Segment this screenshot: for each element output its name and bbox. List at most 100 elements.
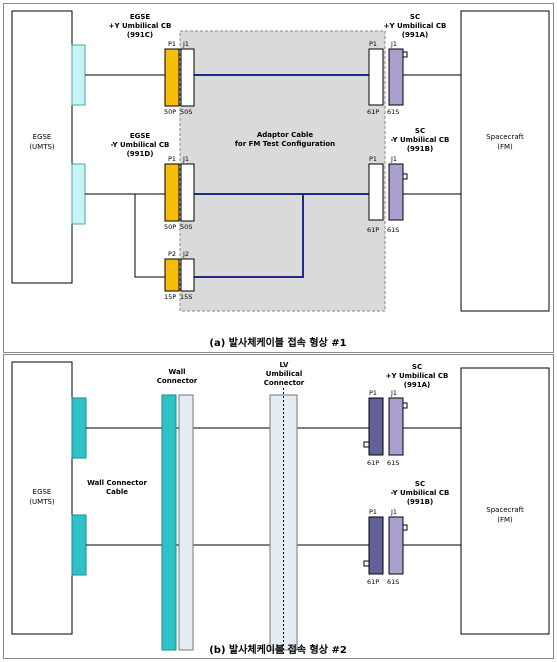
j2-label: J2 (182, 250, 189, 258)
spacecraft-box (460, 367, 550, 635)
sc-p1-label: P1 (369, 389, 377, 397)
egse-label-1: EGSE (33, 133, 52, 141)
egse-label-2: (UMTS) (29, 143, 55, 151)
key-tab (363, 560, 370, 567)
p1-label: P1 (168, 40, 176, 48)
sc-plus-cb-1: SC (410, 13, 420, 21)
key-tab (363, 441, 370, 448)
wall-connector-jack (178, 394, 194, 651)
wall-connector-plug (161, 394, 177, 651)
p2-plug (164, 258, 180, 292)
sc-minus-cb-1: SC (415, 127, 425, 135)
p61-label: 61P (367, 226, 379, 234)
sc-j1-label: J1 (390, 155, 397, 163)
sc-j1-jack-lower (388, 163, 404, 221)
j2-jack (180, 258, 195, 292)
key-tab (402, 524, 408, 531)
egse-box (11, 361, 73, 635)
key-tab (402, 402, 408, 409)
adaptor-cable-label-2: for FM Test Configuration (235, 140, 335, 148)
caption-b: (b) 발사체케이블 접속 형상 #2 (209, 643, 347, 656)
adaptor-cable-area (179, 30, 386, 312)
p15-label: 15P (164, 293, 176, 301)
egse-port-upper (71, 397, 87, 459)
sc-plus-cb-3: (991A) (404, 381, 430, 389)
sc-p1-label: P1 (369, 508, 377, 516)
p1-plug-upper (164, 48, 180, 107)
s50-label: 50S (180, 223, 192, 231)
sc-plus-cb-2: +Y Umbilical CB (386, 372, 449, 380)
sc-plus-cb-2: +Y Umbilical CB (384, 22, 447, 30)
s15-label: 15S (180, 293, 192, 301)
p50-label: 50P (164, 108, 176, 116)
panel-b: EGSE (UMTS) Spacecraft (FM) Wall Connect… (11, 361, 550, 656)
s61-label: 61S (387, 108, 399, 116)
sc-p1-label: P1 (369, 155, 377, 163)
egse-minus-cb-3: (991D) (127, 150, 154, 158)
egse-plus-cb-3: (991C) (127, 31, 153, 39)
sc-p1-label: P1 (369, 40, 377, 48)
p50-label: 50P (164, 223, 176, 231)
sc-j1-label: J1 (390, 40, 397, 48)
wall-connector-cable-label-2: Cable (106, 488, 128, 496)
egse-minus-cb-2: -Y Umbilical CB (111, 141, 170, 149)
egse-plus-cb-2: +Y Umbilical CB (109, 22, 172, 30)
sc-p1-plug-upper (368, 397, 384, 456)
egse-port-lower (71, 514, 87, 576)
s61-label: 61S (387, 226, 399, 234)
spacecraft-box (460, 10, 550, 312)
egse-label-2: (UMTS) (29, 498, 55, 506)
spacecraft-label-2: (FM) (497, 143, 513, 151)
adaptor-wire (194, 194, 304, 278)
lv-connector-label-1: LV (280, 361, 289, 369)
sc-j1-jack-upper (388, 48, 404, 106)
wall-connector-cable-label-1: Wall Connector (87, 479, 147, 487)
j1-label: J1 (182, 40, 189, 48)
p61-label: 61P (367, 578, 379, 586)
j1-jack-upper (180, 48, 195, 107)
spacecraft-label-1: Spacecraft (486, 506, 524, 514)
p61-label: 61P (367, 459, 379, 467)
sc-plus-cb-1: SC (412, 363, 422, 371)
egse-minus-cb-1: EGSE (130, 132, 151, 140)
panel-b-frame (3, 354, 554, 659)
j1-jack-lower (180, 163, 195, 222)
egse-port-lower (71, 163, 86, 225)
adaptor-cable-label-1: Adaptor Cable (257, 131, 313, 139)
j1-label: J1 (182, 155, 189, 163)
egse-port-upper (71, 44, 86, 106)
sc-p1-plug-lower (368, 516, 384, 575)
sc-j1-label: J1 (390, 508, 397, 516)
sc-j1-jack-upper (388, 397, 404, 456)
s61-label: 61S (387, 578, 399, 586)
egse-label-1: EGSE (33, 488, 52, 496)
p2-label: P2 (168, 250, 176, 258)
sc-minus-cb-3: (991B) (407, 145, 433, 153)
sc-minus-cb-3: (991B) (407, 498, 433, 506)
sc-j1-label: J1 (390, 389, 397, 397)
sc-p1-plug-lower (368, 163, 384, 221)
wall-connector-label-2: Connector (157, 377, 198, 385)
s50-label: 50S (180, 108, 192, 116)
egse-box (11, 10, 73, 284)
spacecraft-label-2: (FM) (497, 516, 513, 524)
sc-p1-plug-upper (368, 48, 384, 106)
sc-j1-jack-lower (388, 516, 404, 575)
lv-connector-label-2: Umbilical (266, 370, 302, 378)
sc-minus-cb-1: SC (415, 480, 425, 488)
sc-minus-cb-2: -Y Umbilical CB (391, 489, 450, 497)
panel-a: EGSE (UMTS) Spacecraft (FM) (11, 10, 550, 349)
caption-a: (a) 발사체케이블 접속 형상 #1 (209, 336, 346, 349)
key-tab (402, 173, 408, 180)
s61-label: 61S (387, 459, 399, 467)
panel-a-frame (3, 3, 554, 353)
spacecraft-label-1: Spacecraft (486, 133, 524, 141)
egse-plus-cb-1: EGSE (130, 13, 151, 21)
sc-minus-cb-2: -Y Umbilical CB (391, 136, 450, 144)
sc-plus-cb-3: (991A) (402, 31, 428, 39)
p1-label: P1 (168, 155, 176, 163)
key-tab (402, 51, 408, 58)
p61-label: 61P (367, 108, 379, 116)
wire (134, 194, 165, 278)
